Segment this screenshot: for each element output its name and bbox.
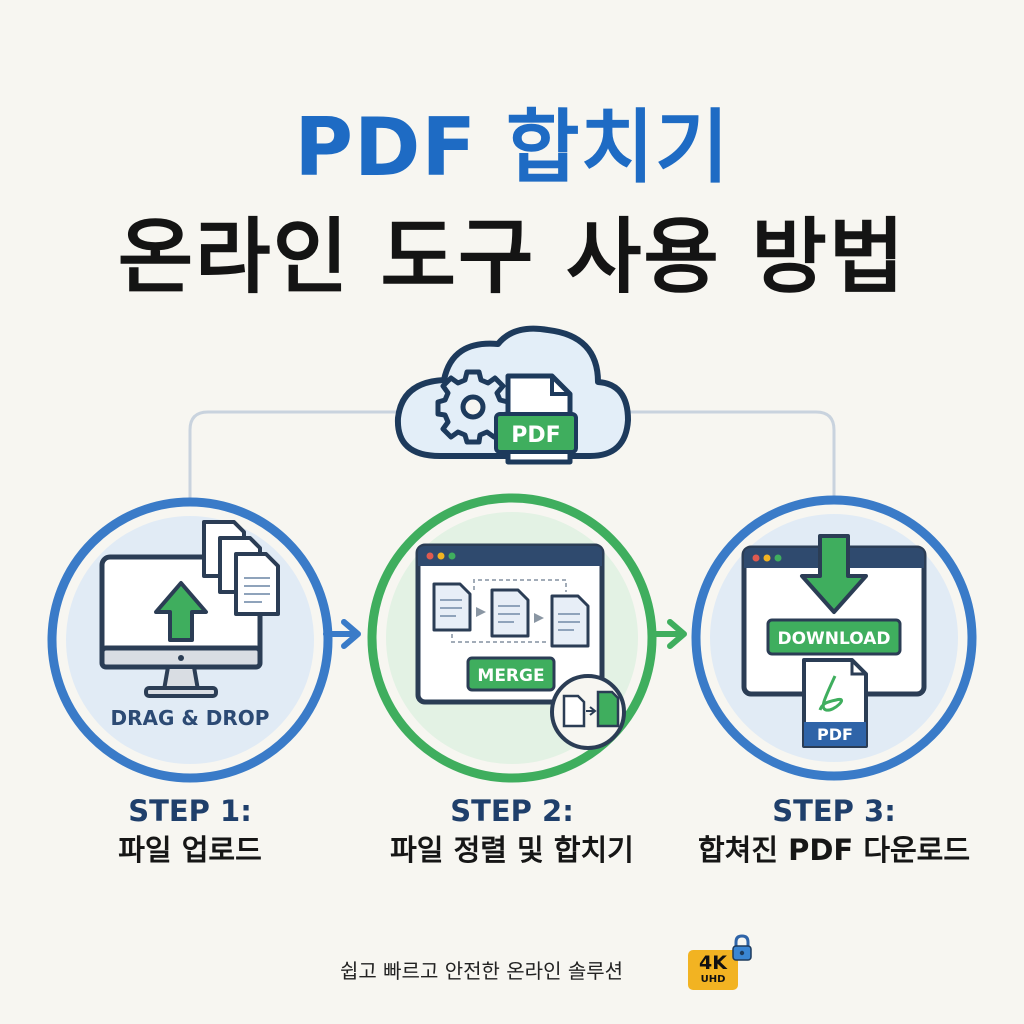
step2-desc: 파일 정렬 및 합치기 (390, 833, 634, 867)
download-button (766, 618, 902, 656)
footer-text: 쉽고 빠르고 안전한 온라인 솔루션 (340, 959, 624, 983)
upload-arrow-icon (154, 581, 208, 642)
merge-button (466, 656, 556, 692)
step1-desc: 파일 업로드 (118, 833, 262, 867)
arrow-step1-to-2 (323, 619, 361, 649)
badge-sub-text: UHD (700, 974, 726, 985)
cloud-document-icon (494, 373, 578, 465)
pdf-file-label: PDF (817, 725, 853, 744)
gear-icon (435, 369, 511, 445)
pdf-file-icon (802, 658, 868, 748)
merge-label: MERGE (477, 666, 544, 686)
connector-line-left (188, 410, 412, 500)
connector-line-right (612, 410, 836, 500)
sort-documents-icon (432, 582, 590, 648)
drag-drop-caption: DRAG & DROP (111, 706, 270, 730)
download-label: DOWNLOAD (777, 629, 890, 649)
merge-badge-icon (550, 674, 626, 750)
step3-desc: 합쳐진 PDF 다운로드 (697, 833, 971, 867)
cloud-pdf-label: PDF (511, 423, 560, 448)
uhd-badge: 4K UHD (688, 950, 738, 990)
page-subtitle: 온라인 도구 사용 방법 (117, 210, 907, 305)
step2-label: STEP 2: (450, 794, 574, 828)
download-arrow-icon (800, 534, 868, 614)
lock-icon (732, 934, 752, 961)
page-title: PDF 합치기 (294, 101, 730, 194)
step3-label: STEP 3: (772, 794, 896, 828)
arrow-step2-to-3 (649, 619, 687, 649)
badge-main-text: 4K (699, 952, 727, 974)
step1-label: STEP 1: (128, 794, 252, 828)
